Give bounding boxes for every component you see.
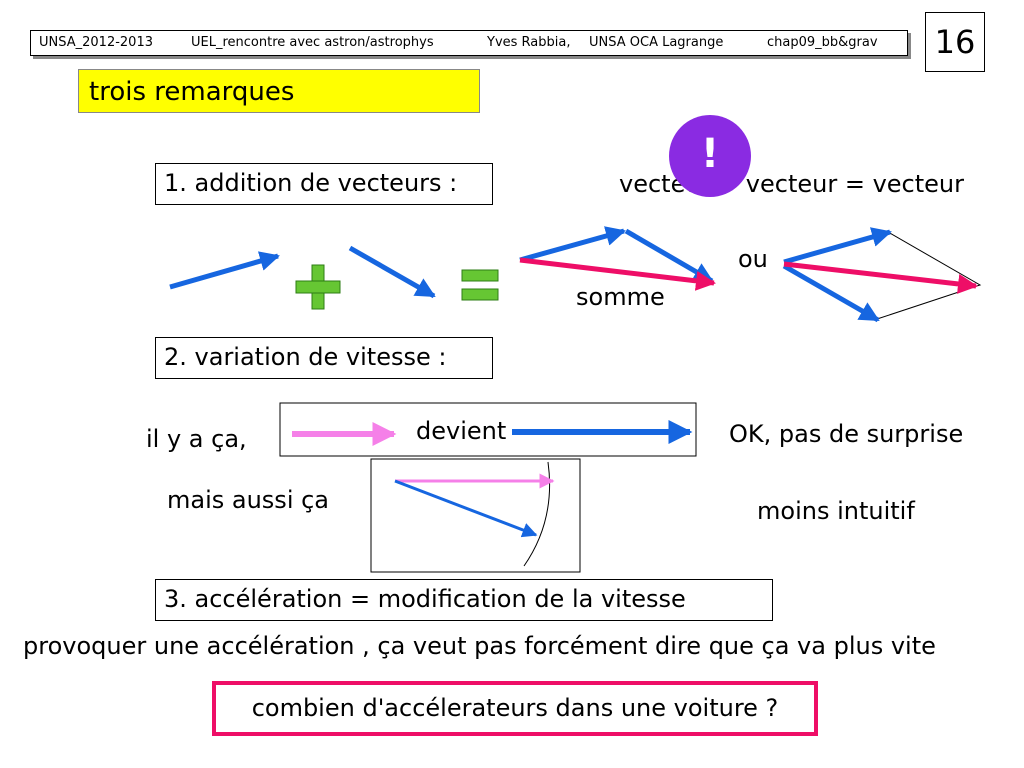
parallelogram-outline	[873, 231, 982, 321]
mais-aussi-label: mais aussi ça	[167, 486, 330, 514]
section3-label: 3. accélération = modification de la vit…	[155, 579, 773, 621]
parallel-vector-a-arrow	[783, 227, 892, 265]
question-box: combien d'accélerateurs dans une voiture…	[212, 681, 818, 736]
equals-icon	[461, 269, 499, 301]
somme-label: somme	[576, 283, 665, 311]
curved-trajectory	[523, 461, 551, 567]
parallel-sum-arrow	[783, 261, 978, 294]
ok-label: OK, pas de surprise	[729, 420, 964, 448]
ou-label: ou	[738, 245, 768, 273]
vector-a-arrow	[169, 251, 280, 290]
plus-icon	[295, 264, 341, 310]
turned-direction-arrow	[394, 479, 538, 538]
exclamation-badge: !	[669, 115, 751, 197]
acceleration-note: provoquer une accélération , ça veut pas…	[23, 632, 936, 660]
direction-change-frame	[370, 458, 581, 573]
page-number: 16	[925, 12, 985, 72]
header-module: UEL_rencontre avec astron/astrophys	[191, 35, 434, 50]
sum-vector-a-arrow	[519, 226, 626, 263]
header-author: Yves Rabbia,	[487, 35, 571, 50]
velocity-change-frame	[279, 402, 697, 457]
section2-label: 2. variation de vitesse :	[155, 337, 493, 379]
header-course: UNSA_2012-2013	[39, 35, 153, 50]
section1-label: 1. addition de vecteurs :	[155, 163, 493, 205]
il-y-a-label: il y a ça,	[146, 425, 247, 453]
header-chapter: chap09_bb&grav	[767, 35, 878, 50]
vector-b-arrow	[348, 245, 436, 299]
header-institution: UNSA OCA Lagrange	[589, 35, 724, 50]
sum-result-arrow	[519, 257, 716, 291]
slide-title: trois remarques	[78, 69, 480, 113]
moins-intuitif-label: moins intuitif	[757, 497, 915, 525]
devient-label: devient	[416, 417, 507, 445]
header-bar: UNSA_2012-2013 UEL_rencontre avec astron…	[30, 30, 908, 56]
parallel-vector-b-arrow	[782, 263, 880, 323]
